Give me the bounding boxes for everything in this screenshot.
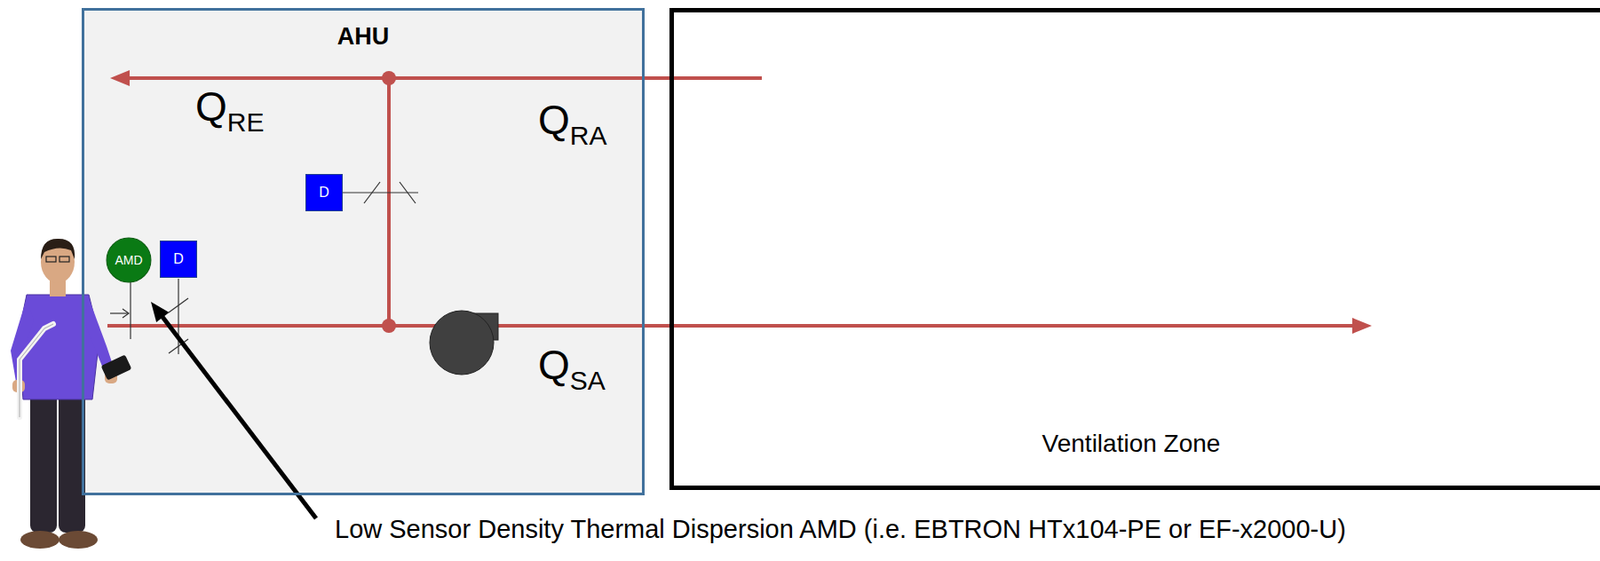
ventilation-zone-box: Ventilation Zone: [669, 7, 1600, 491]
probe-edge: [19, 324, 54, 418]
symbol: Q: [538, 341, 571, 389]
airflow-label: QSA: [538, 342, 606, 389]
node-label: D: [318, 184, 330, 201]
label-holder: QRA: [538, 97, 607, 143]
meter: [101, 355, 133, 381]
shoe: [20, 530, 60, 549]
subscript: SA: [570, 365, 606, 396]
flow-mark: [122, 308, 129, 318]
node-label: AMD: [114, 253, 143, 268]
text-holder: Ventilation Zone: [1042, 429, 1221, 459]
flow-mark: [110, 312, 129, 314]
ahu-box: AHU D AMD D: [81, 7, 645, 496]
shoe: [58, 530, 98, 549]
node-label: D: [173, 251, 184, 268]
symbol: Q: [195, 83, 228, 130]
airflow-label: QRA: [538, 97, 607, 143]
label-holder: QRE: [195, 84, 264, 130]
glasses: [59, 256, 70, 262]
damper-actuator: D: [159, 240, 198, 278]
arrow-head: [1352, 317, 1372, 334]
node-label: AHU: [84, 23, 642, 51]
label-holder: QSA: [538, 342, 606, 389]
damper-blade: [168, 298, 189, 313]
subscript: RA: [570, 120, 608, 151]
damper-stem: [177, 278, 179, 355]
junction-dot: [381, 318, 397, 333]
circle-shape: [106, 237, 151, 283]
callout-note: Low Sensor Density Thermal Dispersion AM…: [334, 515, 1347, 545]
subscript: RE: [227, 107, 265, 137]
recirculation-line: [387, 78, 391, 326]
damper-blade: [364, 182, 381, 204]
leg: [30, 390, 57, 533]
glasses: [46, 256, 56, 262]
arrow-head: [110, 70, 130, 87]
probe: [19, 324, 54, 418]
technician-figure: [10, 238, 132, 549]
supply-air-line: [107, 324, 1356, 328]
node-label: Ventilation Zone: [1042, 429, 1221, 459]
leader-head: [150, 301, 170, 323]
sensor-stem: [129, 278, 131, 340]
airflow-measuring-device: AMD: [105, 237, 152, 284]
junction-dot: [381, 71, 397, 86]
ahu-fill: [81, 7, 645, 496]
fan: [429, 310, 494, 375]
damper-blade: [399, 182, 416, 204]
leader-line: [162, 316, 317, 519]
airflow-label: QRE: [195, 84, 264, 130]
damper-actuator: D: [305, 174, 343, 212]
return-air-line: [124, 76, 762, 80]
symbol: Q: [538, 96, 571, 143]
label-holder: Low Sensor Density Thermal Dispersion AM…: [334, 515, 1347, 545]
